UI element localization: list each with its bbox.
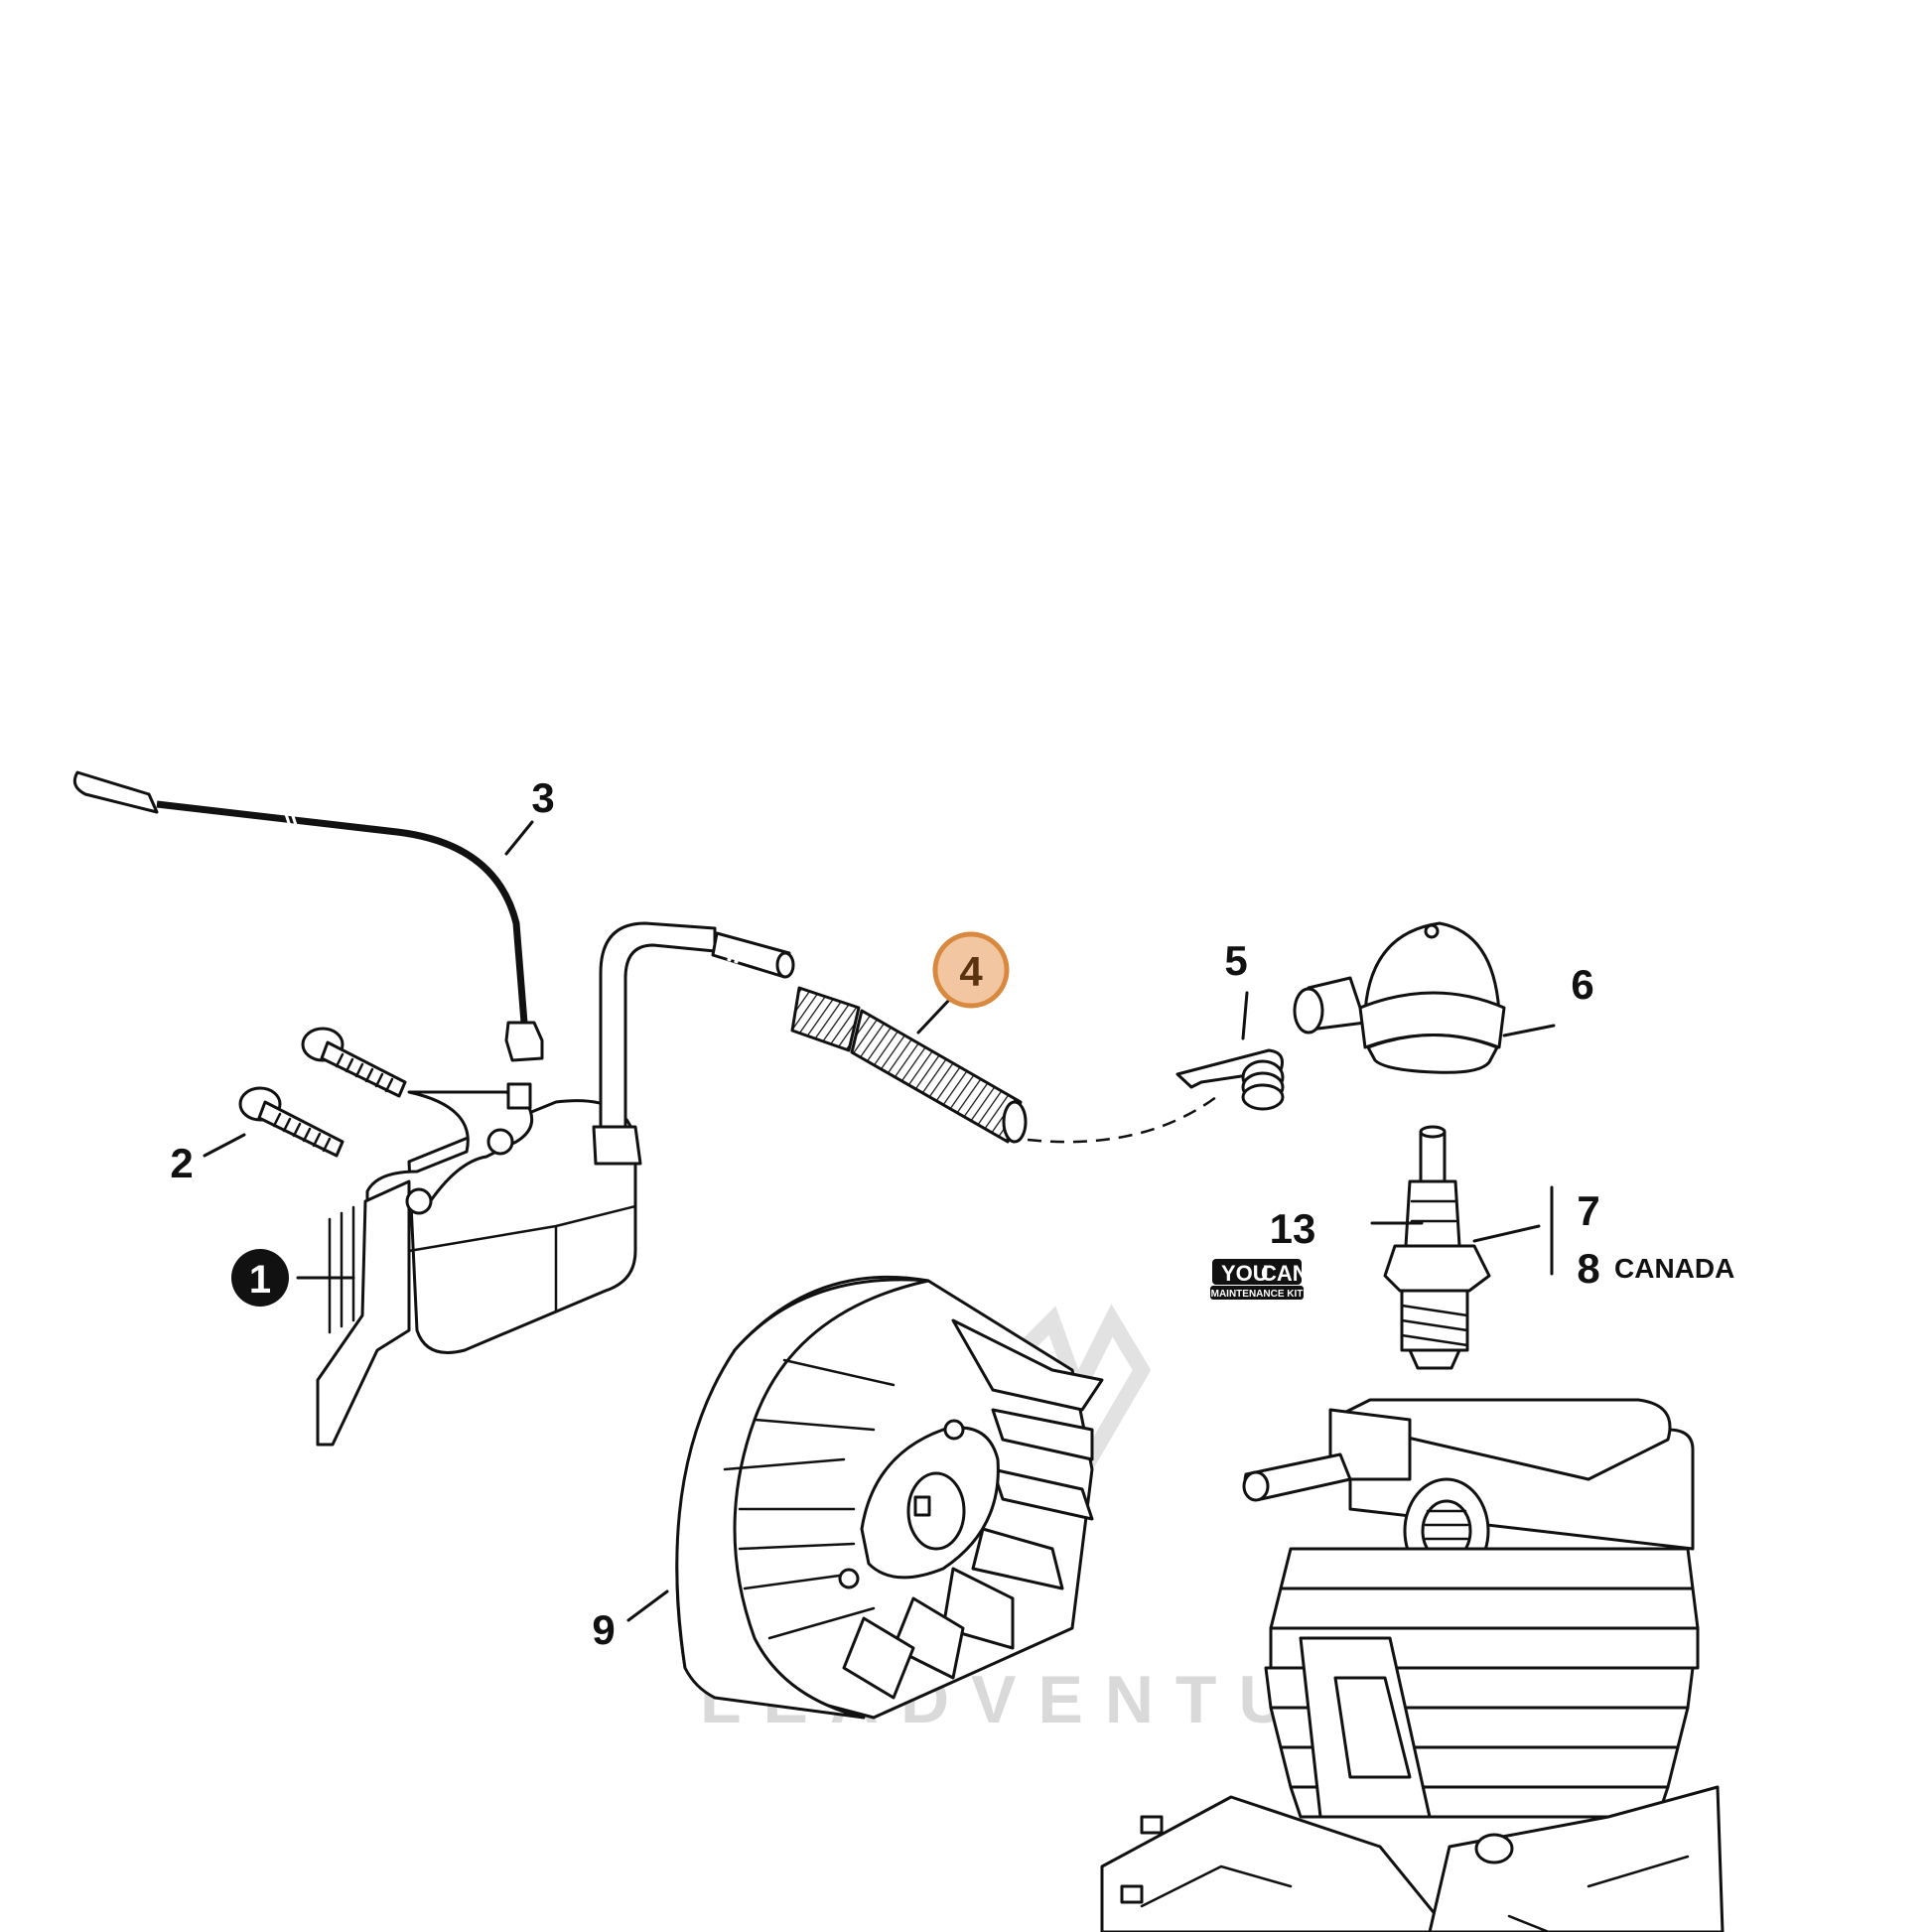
badge-subtitle: MAINTENANCE KIT: [1211, 1289, 1304, 1300]
maintenance-kit-badge: YOU CAN MAINTENANCE KIT: [1210, 1259, 1309, 1300]
screw-icon-upper[interactable]: [301, 1027, 407, 1098]
callout-6[interactable]: 6: [1571, 961, 1593, 1008]
callout-9[interactable]: 9: [592, 1606, 615, 1653]
ignition-module-icon[interactable]: [316, 1082, 637, 1447]
assembly-dashed-line: [1027, 1095, 1217, 1144]
cylinder-icon[interactable]: [1100, 1398, 1725, 1932]
flywheel-icon[interactable]: [675, 1275, 1104, 1720]
callout-1[interactable]: 1: [231, 1249, 289, 1307]
badge-you: YOU: [1221, 1261, 1269, 1286]
callout-3[interactable]: 3: [531, 774, 554, 821]
callout-2[interactable]: 2: [170, 1140, 193, 1186]
callout-1-label: 1: [249, 1258, 271, 1302]
callout-8[interactable]: 8: [1577, 1245, 1599, 1292]
badge-can: CAN: [1261, 1261, 1309, 1286]
callout-4[interactable]: 4: [932, 931, 1010, 1009]
boot-icon[interactable]: [1293, 921, 1506, 1074]
leader-lines: [203, 820, 1556, 1622]
ignition-lead-icon[interactable]: [592, 921, 795, 1166]
short-circuit-wire-icon[interactable]: [72, 770, 544, 1062]
callout-7[interactable]: 7: [1577, 1187, 1599, 1234]
screw-icon-lower[interactable]: [238, 1086, 345, 1158]
sleeve-icon[interactable]: [790, 986, 1028, 1144]
region-note: CANADA: [1614, 1253, 1734, 1284]
callout-4-label: 4: [959, 948, 983, 995]
spring-icon[interactable]: [1175, 1048, 1285, 1111]
callout-13[interactable]: 13: [1270, 1205, 1316, 1252]
spark-plug-icon[interactable]: [1383, 1125, 1491, 1370]
callout-5[interactable]: 5: [1224, 937, 1247, 984]
